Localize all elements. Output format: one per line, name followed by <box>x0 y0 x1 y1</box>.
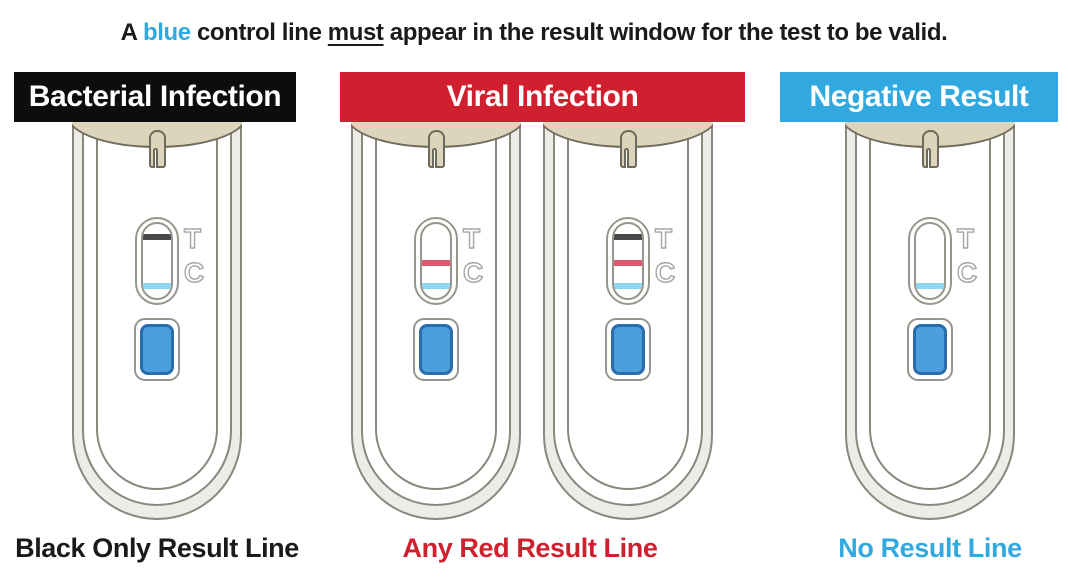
tube-inner-wall <box>375 120 497 490</box>
result-line-blue <box>143 283 171 289</box>
control-label: C <box>956 257 978 288</box>
tube-inner-wall <box>869 120 991 490</box>
instruction-part1: A <box>120 19 143 46</box>
footer-any-red-result-line: Any Red Result Line <box>402 533 658 563</box>
clip-tab <box>149 130 166 168</box>
button-well <box>907 318 953 381</box>
instruction-blue-word: blue <box>142 19 191 46</box>
result-window-inner <box>420 222 452 300</box>
clip-tab <box>428 130 445 168</box>
button-well <box>134 318 180 381</box>
test-label: T <box>183 223 202 254</box>
footer-black-only-result-line: Black Only Result Line <box>15 533 299 563</box>
test-label: T <box>654 223 673 254</box>
result-line-red <box>614 260 642 266</box>
blue-button <box>419 324 453 375</box>
test-label: T <box>462 223 481 254</box>
clip-tab <box>922 130 939 168</box>
footer-no-result-line: No Result Line <box>838 533 1022 563</box>
tube-inner-wall <box>96 120 218 490</box>
control-label: C <box>654 257 676 288</box>
blue-button <box>611 324 645 375</box>
blue-button <box>140 324 174 375</box>
result-window-inner <box>612 222 644 300</box>
control-label: C <box>183 257 205 288</box>
button-well <box>413 318 459 381</box>
result-line-black <box>143 234 171 240</box>
clip-notch <box>926 148 931 168</box>
test-label: T <box>956 223 975 254</box>
result-line-blue <box>916 283 944 289</box>
clip-notch <box>153 148 158 168</box>
clip-notch <box>624 148 629 168</box>
result-line-blue <box>614 283 642 289</box>
result-window <box>606 217 650 305</box>
button-well <box>605 318 651 381</box>
header-bacterial-infection: Bacterial Infection <box>14 72 296 122</box>
result-window <box>135 217 179 305</box>
instruction-part3: appear in the result window for the test… <box>383 19 948 46</box>
result-line-black <box>614 234 642 240</box>
result-line-red <box>422 260 450 266</box>
result-window-inner <box>914 222 946 300</box>
instruction-must-word: must <box>327 19 384 46</box>
result-line-blue <box>422 283 450 289</box>
result-window <box>908 217 952 305</box>
tube-inner-wall <box>567 120 689 490</box>
result-window <box>414 217 458 305</box>
header-viral-infection: Viral Infection <box>340 72 745 122</box>
result-window-inner <box>141 222 173 300</box>
control-label: C <box>462 257 484 288</box>
instruction-text: A blue control line must appear in the r… <box>0 19 1068 47</box>
clip-notch <box>432 148 437 168</box>
clip-tab <box>620 130 637 168</box>
instruction-part2: control line <box>190 19 328 46</box>
header-negative-result: Negative Result <box>780 72 1058 122</box>
blue-button <box>913 324 947 375</box>
